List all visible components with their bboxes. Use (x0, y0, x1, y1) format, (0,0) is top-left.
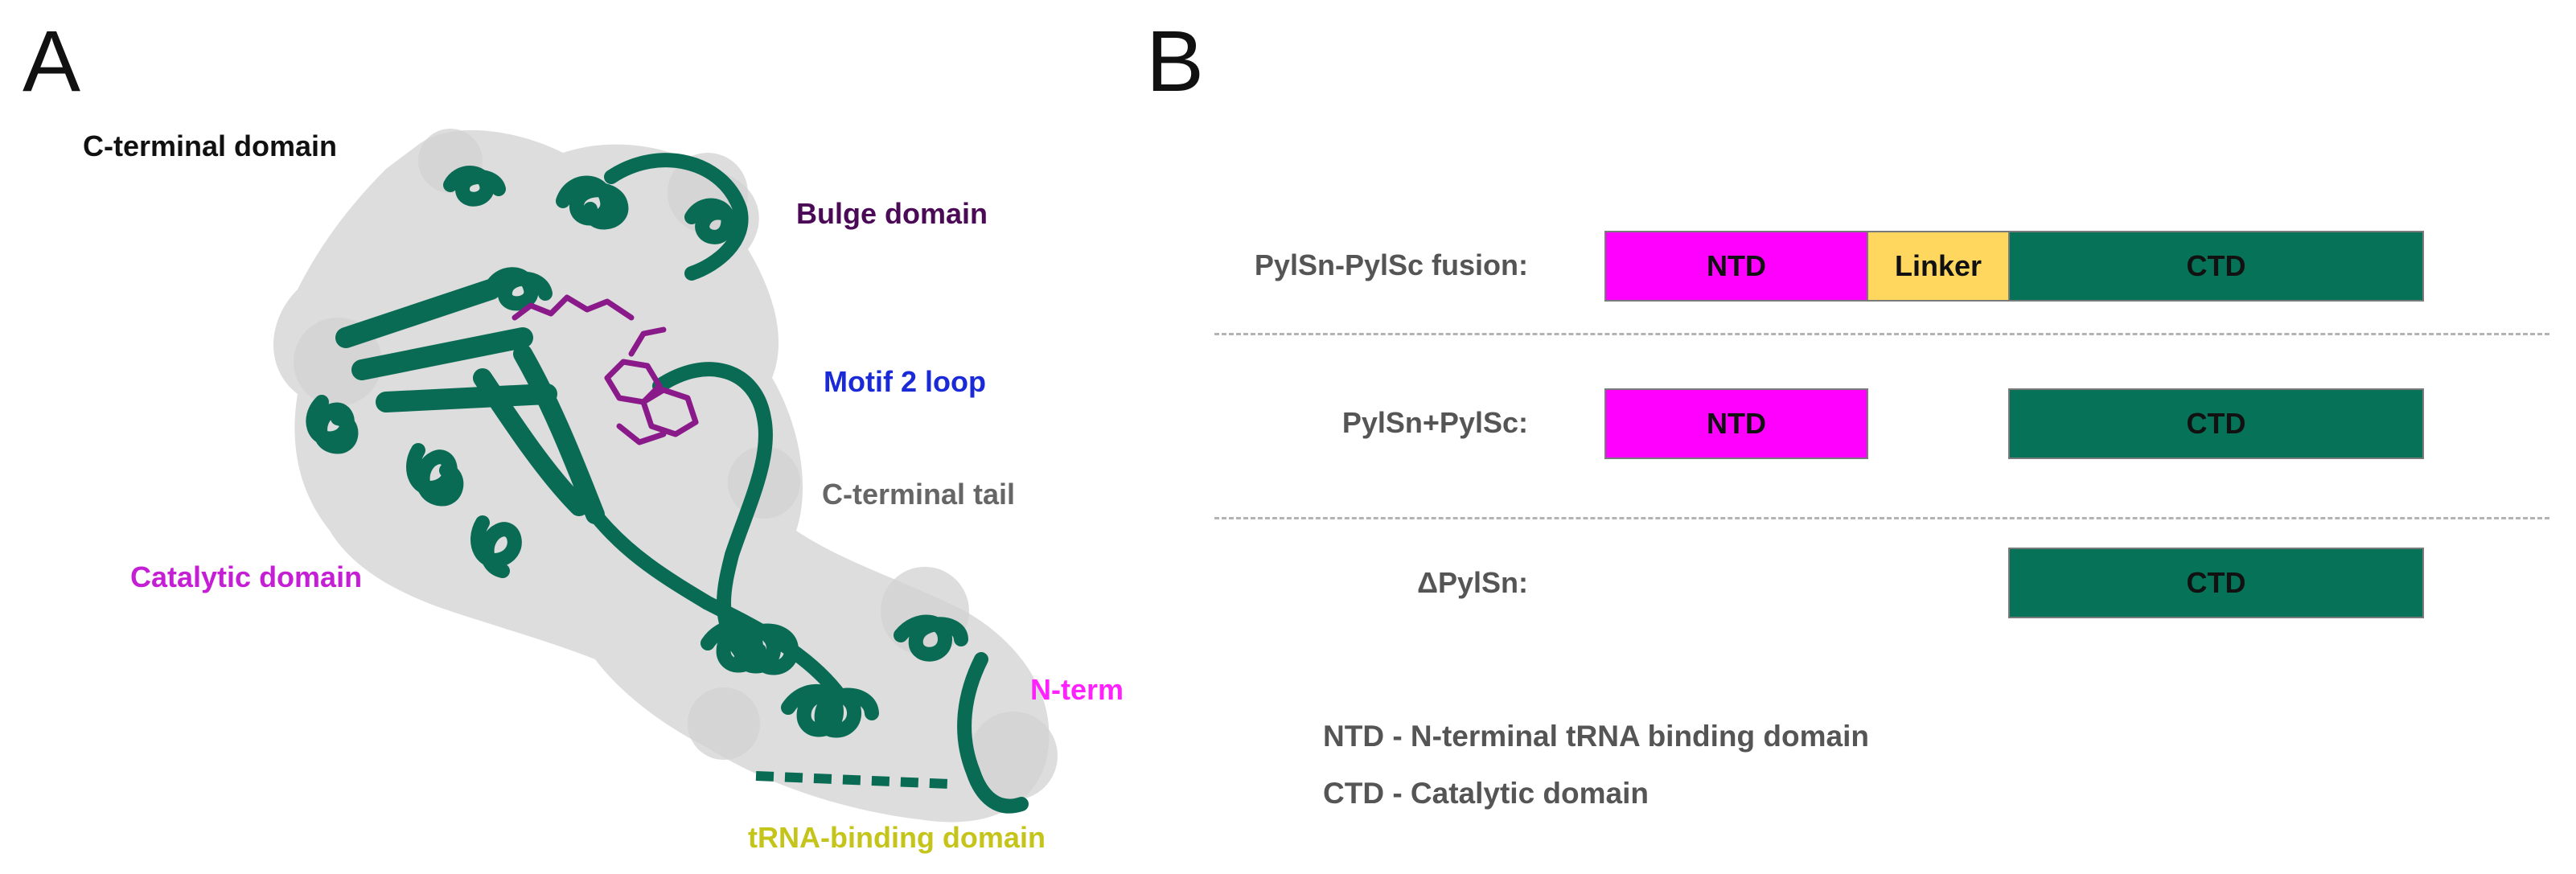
row2-ntd-text: NTD (1707, 407, 1766, 440)
label-c-terminal-tail: C-terminal tail (822, 478, 1016, 511)
legend-ctd: CTD - Catalytic domain (1323, 777, 1649, 810)
label-trna-binding-domain: tRNA-binding domain (748, 821, 1046, 854)
label-motif2-loop: Motif 2 loop (824, 365, 986, 398)
molecular-surface (273, 129, 1058, 823)
ligand-sticks (512, 294, 699, 445)
row1-ctd-box: CTD (2008, 231, 2424, 302)
row2-ctd-text: CTD (2186, 407, 2246, 440)
row1-linker-box: Linker (1867, 231, 2010, 302)
row3-ctd-box: CTD (2008, 548, 2424, 618)
row-divider-1 (1214, 333, 2549, 335)
row-label-split: PylSn+PylSc: (1341, 406, 1528, 439)
row-label-fusion: PylSn-PylSc fusion: (1254, 248, 1528, 281)
protein-ribbon (306, 153, 1029, 814)
row1-ntd-box: NTD (1604, 231, 1868, 302)
panel-b-letter: B (1146, 12, 1205, 109)
label-c-terminal-domain: C-terminal domain (83, 129, 338, 162)
row2-ntd-box: NTD (1604, 388, 1868, 459)
label-n-term: N-term (1030, 673, 1124, 706)
row1-ntd-text: NTD (1707, 249, 1766, 282)
row-label-delta: ΔPylSn: (1417, 566, 1528, 599)
row1-linker-text: Linker (1894, 249, 1982, 282)
label-catalytic-domain: Catalytic domain (130, 560, 363, 593)
protein-structure-illustration (273, 129, 1058, 823)
row3-ctd-text: CTD (2186, 566, 2246, 599)
label-bulge-domain: Bulge domain (796, 197, 988, 230)
row1-ctd-text: CTD (2186, 249, 2246, 282)
panel-a-letter: A (23, 12, 81, 109)
legend-ntd: NTD - N-terminal tRNA binding domain (1323, 720, 1869, 753)
row-divider-2 (1214, 517, 2549, 519)
disordered-segment (755, 771, 950, 789)
row2-ctd-box: CTD (2008, 388, 2424, 459)
